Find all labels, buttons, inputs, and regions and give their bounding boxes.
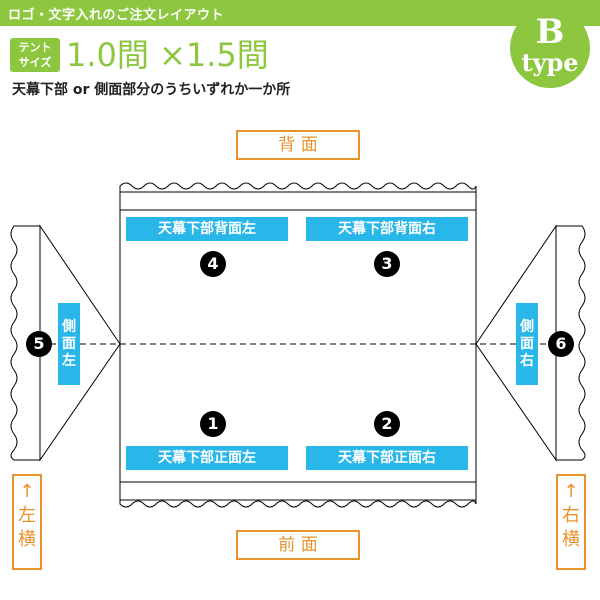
tent-size-badge-line-2: サイズ bbox=[18, 56, 52, 69]
panel-side-left-char-1: 側 bbox=[62, 319, 76, 335]
panel-side-right-char-3: 右 bbox=[520, 353, 534, 369]
left-side-triangle bbox=[39, 224, 121, 462]
right-direction-arrow: ↑ bbox=[563, 481, 579, 502]
back-direction-label: 背 面 bbox=[236, 130, 360, 160]
left-wavy-edge bbox=[10, 225, 40, 461]
type-badge: B type bbox=[510, 8, 590, 88]
panel-side-right-label: 側 面 右 bbox=[516, 303, 538, 385]
panel-side-right-char-2: 面 bbox=[520, 336, 534, 352]
left-direction-char-2: 横 bbox=[18, 529, 36, 550]
front-direction-label: 前 面 bbox=[236, 530, 360, 560]
marker-2: 2 bbox=[374, 411, 400, 437]
marker-4: 4 bbox=[200, 251, 226, 277]
tent-size-badge-line-1: テント bbox=[18, 41, 52, 54]
right-direction-char-1: 右 bbox=[562, 505, 580, 526]
tent-size-text: 1.0間 ×1.5間 bbox=[66, 36, 269, 74]
page-title: ロゴ・文字入れのご注文レイアウト bbox=[8, 8, 225, 23]
panel-front-left-label: 天幕下部正面左 bbox=[126, 446, 288, 470]
type-badge-letter: B bbox=[535, 12, 565, 52]
marker-6: 6 bbox=[548, 331, 574, 357]
tent-size-badge: テント サイズ bbox=[10, 38, 60, 72]
panel-side-left-label: 側 面 左 bbox=[58, 303, 80, 385]
panel-side-left-char-3: 左 bbox=[62, 353, 76, 369]
header-bar: ロゴ・文字入れのご注文レイアウト bbox=[0, 0, 600, 26]
panel-front-right-label: 天幕下部正面右 bbox=[306, 446, 468, 470]
left-direction-char-1: 左 bbox=[18, 505, 36, 526]
left-direction-label: ↑ 左 横 bbox=[12, 474, 42, 570]
panel-back-right-label: 天幕下部背面右 bbox=[306, 217, 468, 241]
type-badge-word: type bbox=[521, 48, 579, 77]
canopy-top-rect bbox=[119, 191, 477, 501]
panel-back-left-label: 天幕下部背面左 bbox=[126, 217, 288, 241]
marker-5: 5 bbox=[26, 331, 52, 357]
panel-side-left-char-2: 面 bbox=[62, 336, 76, 352]
layout-subtitle: 天幕下部 or 側面部分のうちいずれか一か所 bbox=[12, 82, 291, 98]
marker-1: 1 bbox=[200, 411, 226, 437]
right-direction-label: ↑ 右 横 bbox=[556, 474, 586, 570]
left-direction-arrow: ↑ bbox=[19, 481, 35, 502]
marker-3: 3 bbox=[374, 251, 400, 277]
back-wavy-edge bbox=[119, 182, 477, 192]
right-direction-char-2: 横 bbox=[562, 529, 580, 550]
panel-side-right-char-1: 側 bbox=[520, 319, 534, 335]
right-wavy-edge bbox=[556, 225, 586, 461]
front-wavy-edge bbox=[119, 500, 477, 508]
